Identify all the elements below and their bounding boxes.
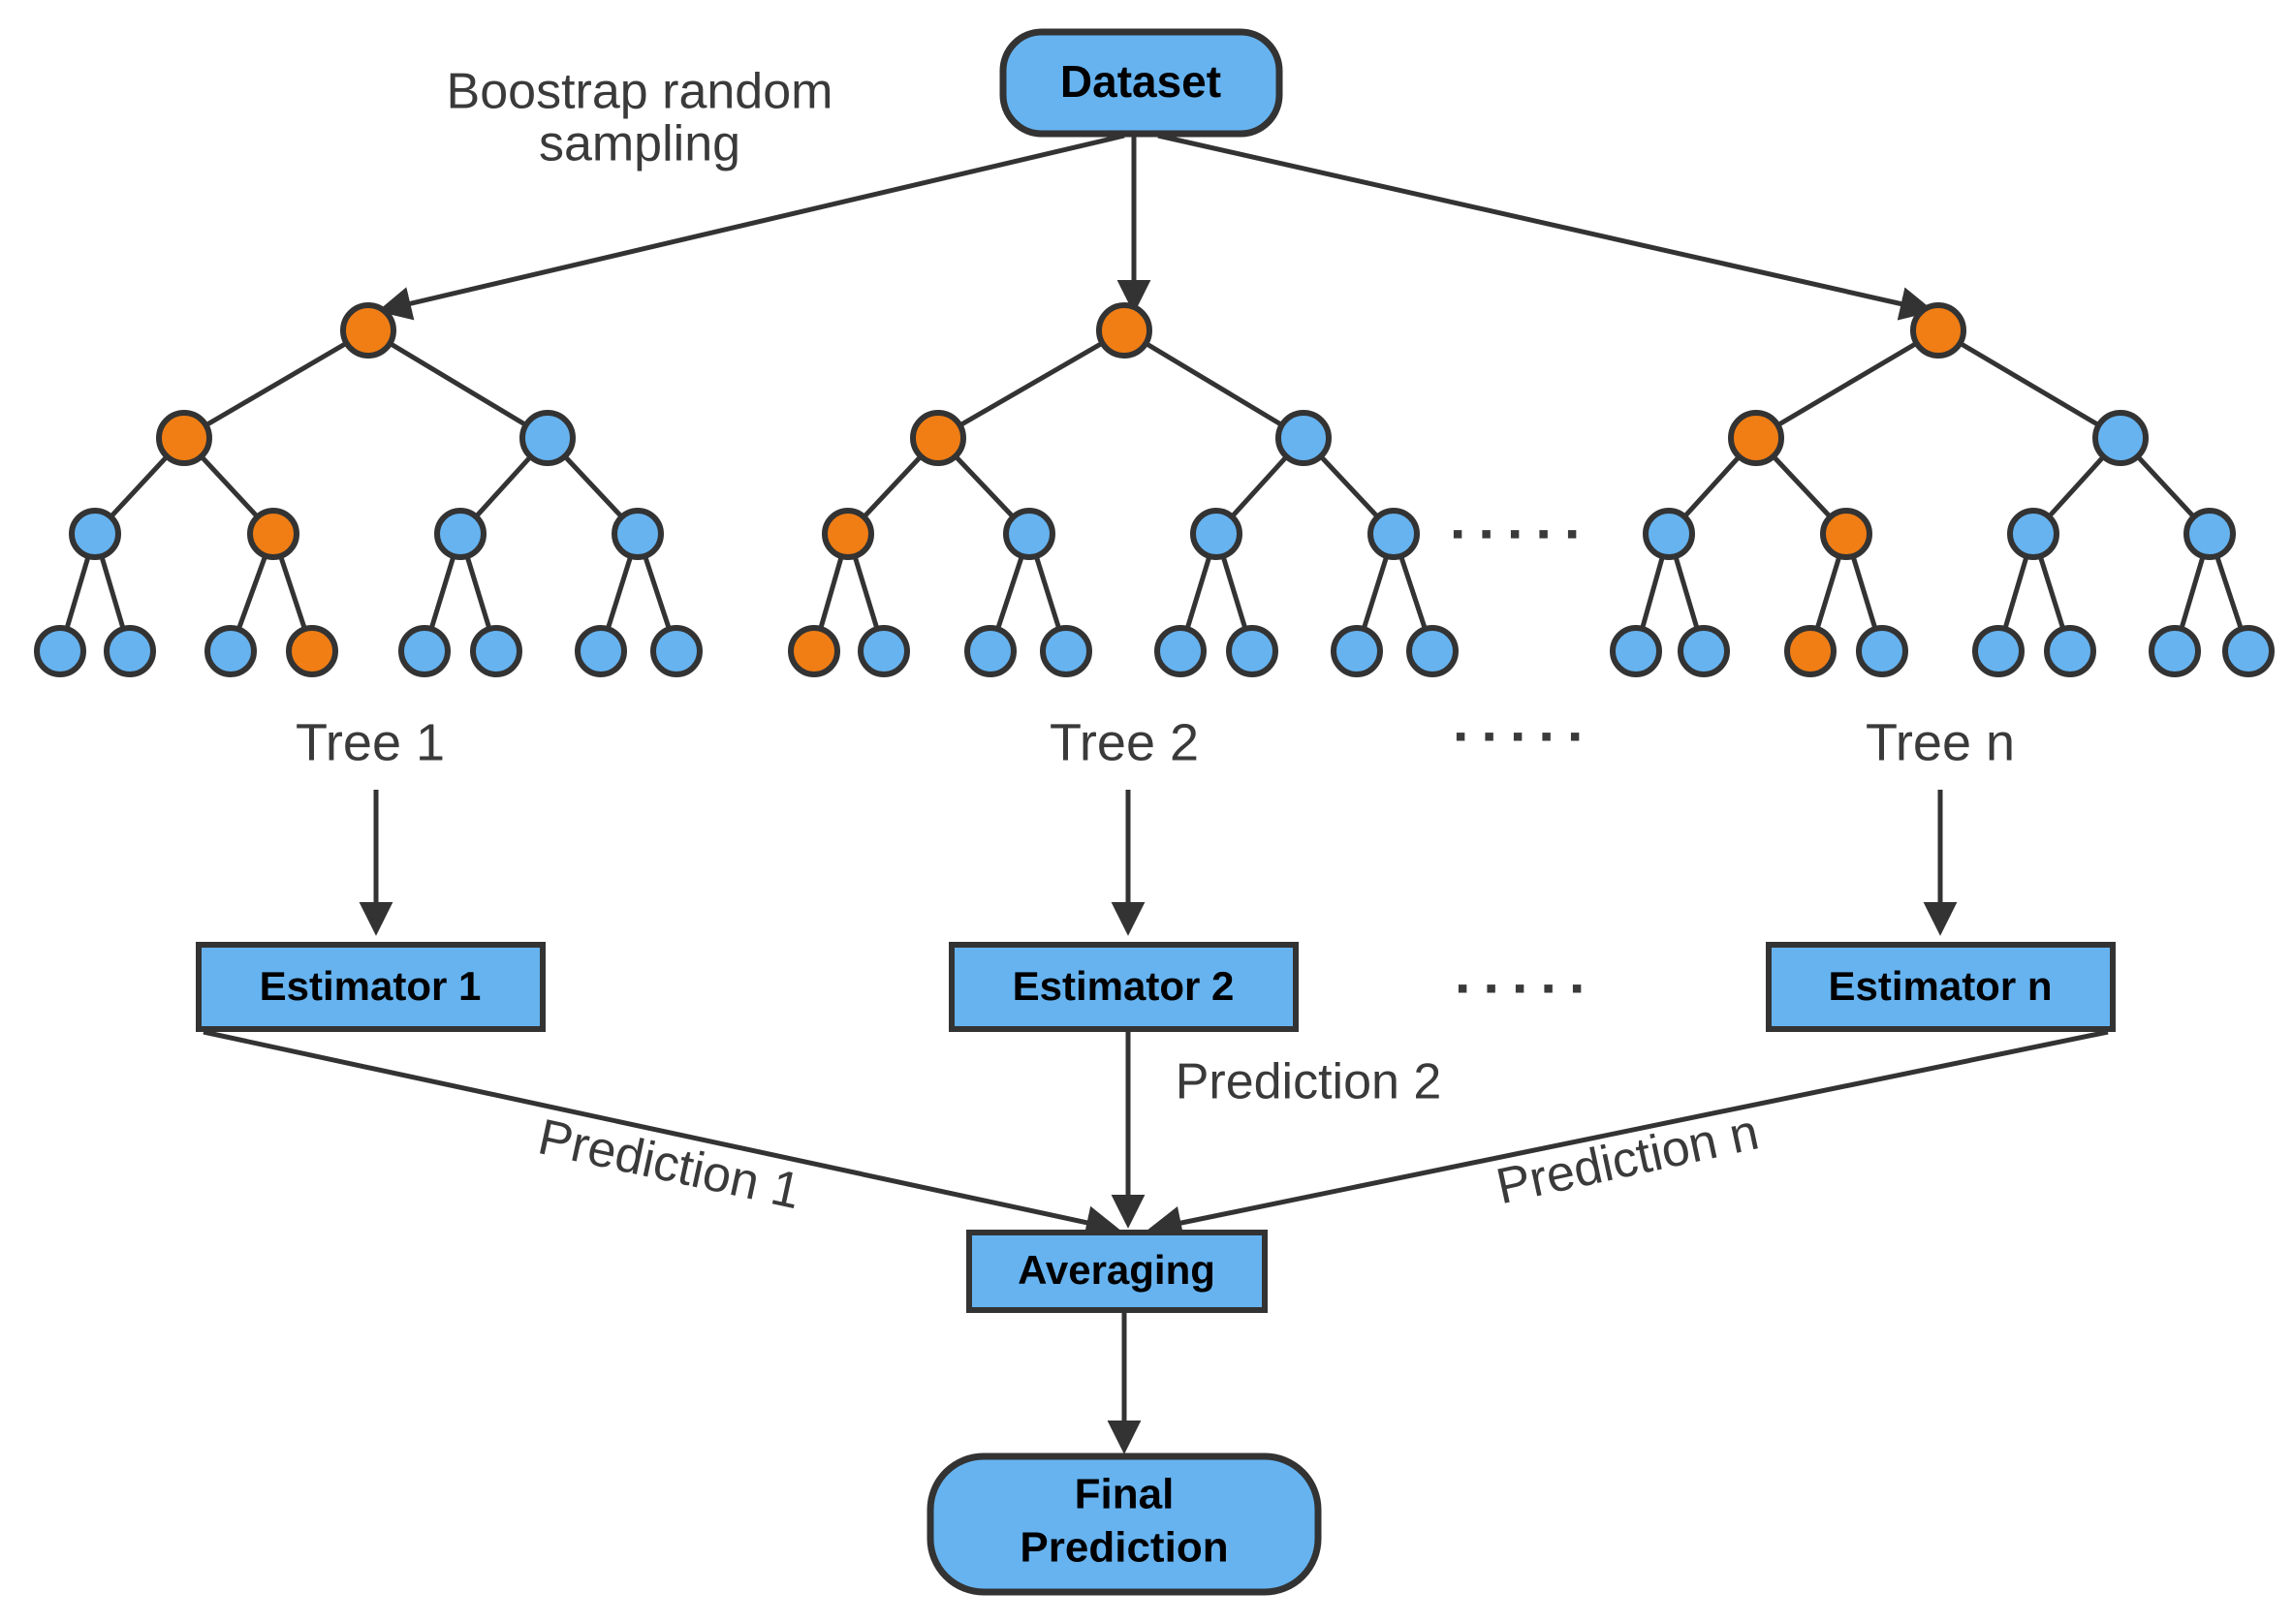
tree-2-leaf-0[interactable] <box>788 625 840 677</box>
tree-1-leaf-5[interactable] <box>470 625 522 677</box>
tree-1-level3-node-1[interactable] <box>247 508 299 560</box>
averaging-shape <box>966 1230 1268 1313</box>
estimator-n-shape <box>1766 942 2116 1032</box>
arrow-prediction-1 <box>203 1029 1120 1239</box>
estimator-2-label: Estimator 2 <box>1013 963 1235 1009</box>
tree-n-level2-node-0[interactable] <box>1728 410 1784 466</box>
tree-1-edges <box>57 328 679 652</box>
dataset-node-shape <box>999 28 1283 138</box>
tree-1-level2-node-1[interactable] <box>519 410 576 466</box>
bootstrap-label-line1: Boostrap random <box>447 64 833 120</box>
tree-n-root-node[interactable] <box>1910 302 1966 359</box>
final-prediction-shape <box>927 1452 1322 1596</box>
estimator-2-node[interactable]: Estimator 2 <box>949 942 1299 1032</box>
estimator-2-shape <box>949 942 1299 1032</box>
estimator-n-label: Estimator n <box>1828 963 2052 1009</box>
tree-2-edges <box>811 328 1435 652</box>
arrow-dataset-to-tree-n <box>1157 133 1934 321</box>
tree-n-leaf-5[interactable] <box>2044 625 2096 677</box>
tree-1-leaf-2[interactable] <box>204 625 257 677</box>
tree-n-level2-node-1[interactable] <box>2092 410 2149 466</box>
tree-2-level3-node-1[interactable] <box>1003 508 1055 560</box>
tree-n-level3-node-0[interactable] <box>1643 508 1695 560</box>
tree-1-level3-node-3[interactable] <box>612 508 664 560</box>
final-prediction-node[interactable]: Final Prediction <box>927 1452 1322 1596</box>
tree-2-level2-node-0[interactable] <box>910 410 966 466</box>
tree-n-edges <box>1633 328 2251 652</box>
tree-n-level3-node-3[interactable] <box>2183 508 2236 560</box>
dataset-node[interactable]: Dataset <box>999 28 1283 138</box>
tree-1-label: Tree 1 <box>296 713 445 771</box>
bootstrap-sampling-label: Boostrap random sampling <box>447 64 833 172</box>
tree-1-level2-node-0[interactable] <box>156 410 212 466</box>
estimator-1-node[interactable]: Estimator 1 <box>196 942 546 1032</box>
tree-1-level3-node-2[interactable] <box>434 508 487 560</box>
tree-2-level2-node-1[interactable] <box>1275 410 1332 466</box>
tree-2-leaf-3[interactable] <box>1040 625 1092 677</box>
prediction-1-label: Prediction 1 <box>533 1109 805 1220</box>
tree-n-label: Tree n <box>1866 713 2015 771</box>
tree-1-group: Tree 1 Estimator 1 <box>34 302 703 1032</box>
tree-2-leaf-4[interactable] <box>1154 625 1207 677</box>
tree-1-root-node[interactable] <box>340 302 396 359</box>
tree-1-level3-node-0[interactable] <box>69 508 121 560</box>
tree-2-level3-node-2[interactable] <box>1190 508 1242 560</box>
dataset-node-label: Dataset <box>1060 56 1221 107</box>
final-prediction-line2: Prediction <box>1020 1524 1228 1572</box>
tree-2-leaf-7[interactable] <box>1406 625 1459 677</box>
tree-1-leaf-6[interactable] <box>575 625 627 677</box>
tree-n-leaf-6[interactable] <box>2149 625 2201 677</box>
averaging-label: Averaging <box>1018 1247 1215 1293</box>
estimator-n-node[interactable]: Estimator n <box>1766 942 2116 1032</box>
ellipsis-between-trees-top: ▪ ▪ ▪ ▪ ▪ <box>1452 515 1582 552</box>
tree-n-leaf-2[interactable] <box>1784 625 1837 677</box>
tree-n-leaf-0[interactable] <box>1610 625 1662 677</box>
tree-2-group: Tree 2 Estimator 2 <box>788 302 1459 1032</box>
tree-n-leaf-3[interactable] <box>1856 625 1908 677</box>
ellipsis-between-estimators: ▪ ▪ ▪ ▪ ▪ <box>1457 970 1586 1007</box>
bootstrap-label-line2: sampling <box>539 116 740 172</box>
tree-n-leaf-7[interactable] <box>2222 625 2275 677</box>
tree-1-leaf-3[interactable] <box>286 625 338 677</box>
estimator-1-shape <box>196 942 546 1032</box>
averaging-node[interactable]: Averaging <box>966 1230 1268 1313</box>
tree-n-level3-node-2[interactable] <box>2007 508 2059 560</box>
tree-n-level3-node-1[interactable] <box>1820 508 1872 560</box>
ellipsis-between-tree-labels: ▪ ▪ ▪ ▪ ▪ <box>1455 718 1585 755</box>
estimator-1-label: Estimator 1 <box>260 963 482 1009</box>
dataset-to-trees-arrows <box>377 133 1934 321</box>
tree-n-leaf-1[interactable] <box>1678 625 1730 677</box>
arrow-dataset-to-tree-1 <box>377 133 1125 321</box>
final-prediction-line1: Final <box>1075 1471 1175 1518</box>
tree-2-root-node[interactable] <box>1096 302 1152 359</box>
tree-2-label: Tree 2 <box>1050 713 1199 771</box>
prediction-arrows <box>203 1029 2109 1240</box>
tree-1-nodes <box>34 302 703 677</box>
tree-2-leaf-5[interactable] <box>1226 625 1278 677</box>
tree-n-leaf-4[interactable] <box>1972 625 2025 677</box>
tree-2-leaf-1[interactable] <box>858 625 910 677</box>
tree-1-leaf-1[interactable] <box>104 625 156 677</box>
tree-n-group: Tree n Estimator n <box>1610 302 2275 1032</box>
tree-1-leaf-0[interactable] <box>34 625 86 677</box>
tree-2-nodes <box>788 302 1459 677</box>
tree-1-leaf-7[interactable] <box>650 625 703 677</box>
tree-2-level3-node-3[interactable] <box>1367 508 1420 560</box>
arrow-prediction-n <box>1147 1029 2109 1240</box>
tree-1-leaf-4[interactable] <box>398 625 451 677</box>
prediction-2-label: Prediction 2 <box>1176 1054 1442 1110</box>
tree-2-level3-node-0[interactable] <box>822 508 874 560</box>
prediction-n-label: Prediction n <box>1492 1104 1764 1215</box>
tree-n-nodes <box>1610 302 2275 677</box>
tree-2-leaf-2[interactable] <box>964 625 1017 677</box>
tree-2-leaf-6[interactable] <box>1331 625 1383 677</box>
